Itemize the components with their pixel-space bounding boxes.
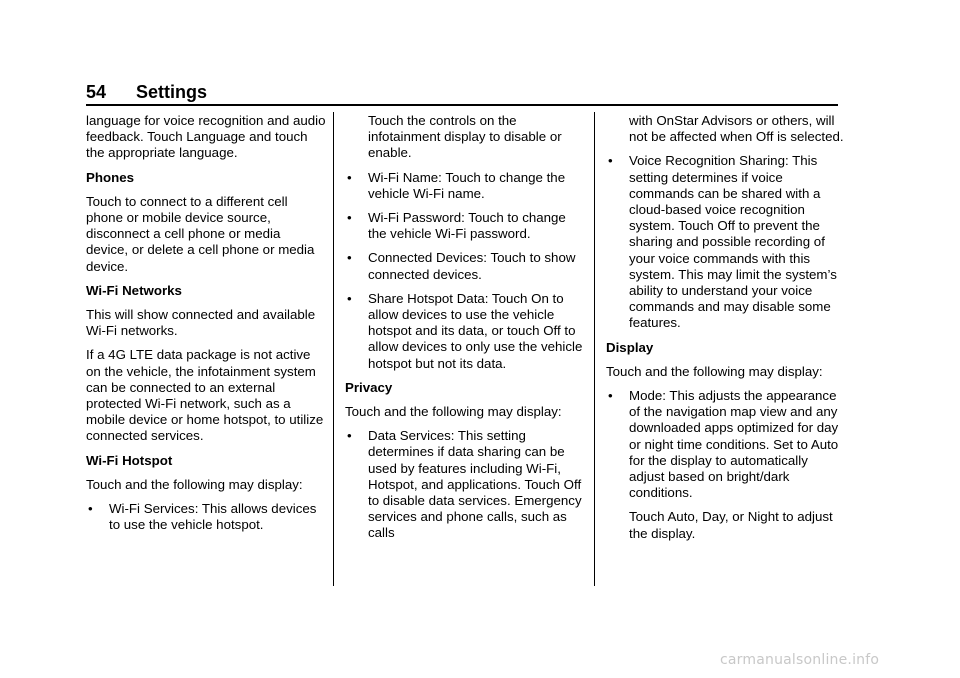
wifi-networks-paragraph: This will show connected and available W… (86, 307, 316, 339)
list-item-text: Wi-Fi Name: Touch to change the vehicle … (368, 169, 566, 201)
phones-heading: Phones (86, 169, 135, 185)
lte-paragraph: If a 4G LTE data package is not active o… (86, 347, 324, 444)
watermark-link[interactable]: carmanualsonline.info (720, 652, 880, 668)
list-item-text: Voice Recognition Sharing: This setting … (629, 153, 837, 331)
column-2: Touch the controls on the infotainment d… (345, 113, 585, 550)
list-item: • Mode: This adjusts the appearance of t… (606, 388, 846, 501)
bullet-icon: • (347, 250, 352, 266)
list-item: • Connected Devices: Touch to show conne… (345, 250, 585, 282)
page-header: 54 Settings (86, 80, 838, 106)
wifi-hotspot-paragraph: Touch and the following may display: (86, 476, 303, 492)
bullet-icon: • (88, 501, 93, 517)
continuation-paragraph: Touch the controls on the infotainment d… (368, 113, 562, 161)
list-item: • Wi-Fi Password: Touch to change the ve… (345, 210, 585, 242)
display-paragraph: Touch and the following may display: (606, 363, 823, 379)
wifi-networks-heading: Wi-Fi Networks (86, 282, 182, 298)
sub-paragraph: Touch Auto, Day, or Night to adjust the … (629, 509, 833, 541)
privacy-heading: Privacy (345, 379, 393, 395)
list-item: • Wi-Fi Name: Touch to change the vehicl… (345, 170, 585, 202)
bullet-icon: • (347, 428, 352, 444)
bullet-icon: • (608, 388, 613, 404)
bullet-icon: • (347, 169, 352, 185)
display-heading: Display (606, 339, 654, 355)
continuation-paragraph: with OnStar Advisors or others, will not… (629, 113, 844, 145)
list-item-text: Share Hotspot Data: Touch On to allow de… (368, 290, 583, 371)
bullet-icon: • (347, 290, 352, 306)
list-item-text: Wi-Fi Password: Touch to change the vehi… (368, 210, 566, 242)
privacy-paragraph: Touch and the following may display: (345, 404, 562, 420)
column-divider (333, 112, 334, 586)
column-divider (594, 112, 595, 586)
page-number: 54 (86, 82, 107, 102)
list-item-text: Wi-Fi Services: This allows devices to u… (109, 501, 317, 533)
intro-paragraph: language for voice recognition and audio… (86, 113, 326, 161)
wifi-hotspot-heading: Wi-Fi Hotspot (86, 452, 173, 468)
column-3: with OnStar Advisors or others, will not… (606, 113, 846, 550)
list-item: • Wi-Fi Services: This allows devices to… (86, 501, 326, 533)
bullet-icon: • (608, 153, 613, 169)
list-item: • Data Services: This setting determines… (345, 428, 585, 541)
list-item-text: Connected Devices: Touch to show connect… (368, 250, 576, 282)
list-item: • Share Hotspot Data: Touch On to allow … (345, 291, 585, 372)
list-item-text: Mode: This adjusts the appearance of the… (629, 388, 839, 501)
list-item-text: Data Services: This setting determines i… (368, 428, 582, 541)
column-1: language for voice recognition and audio… (86, 113, 326, 541)
list-item: • Voice Recognition Sharing: This settin… (606, 153, 846, 331)
section-title: Settings (136, 82, 208, 102)
bullet-icon: • (347, 210, 352, 226)
phones-paragraph: Touch to connect to a different cell pho… (86, 193, 315, 274)
